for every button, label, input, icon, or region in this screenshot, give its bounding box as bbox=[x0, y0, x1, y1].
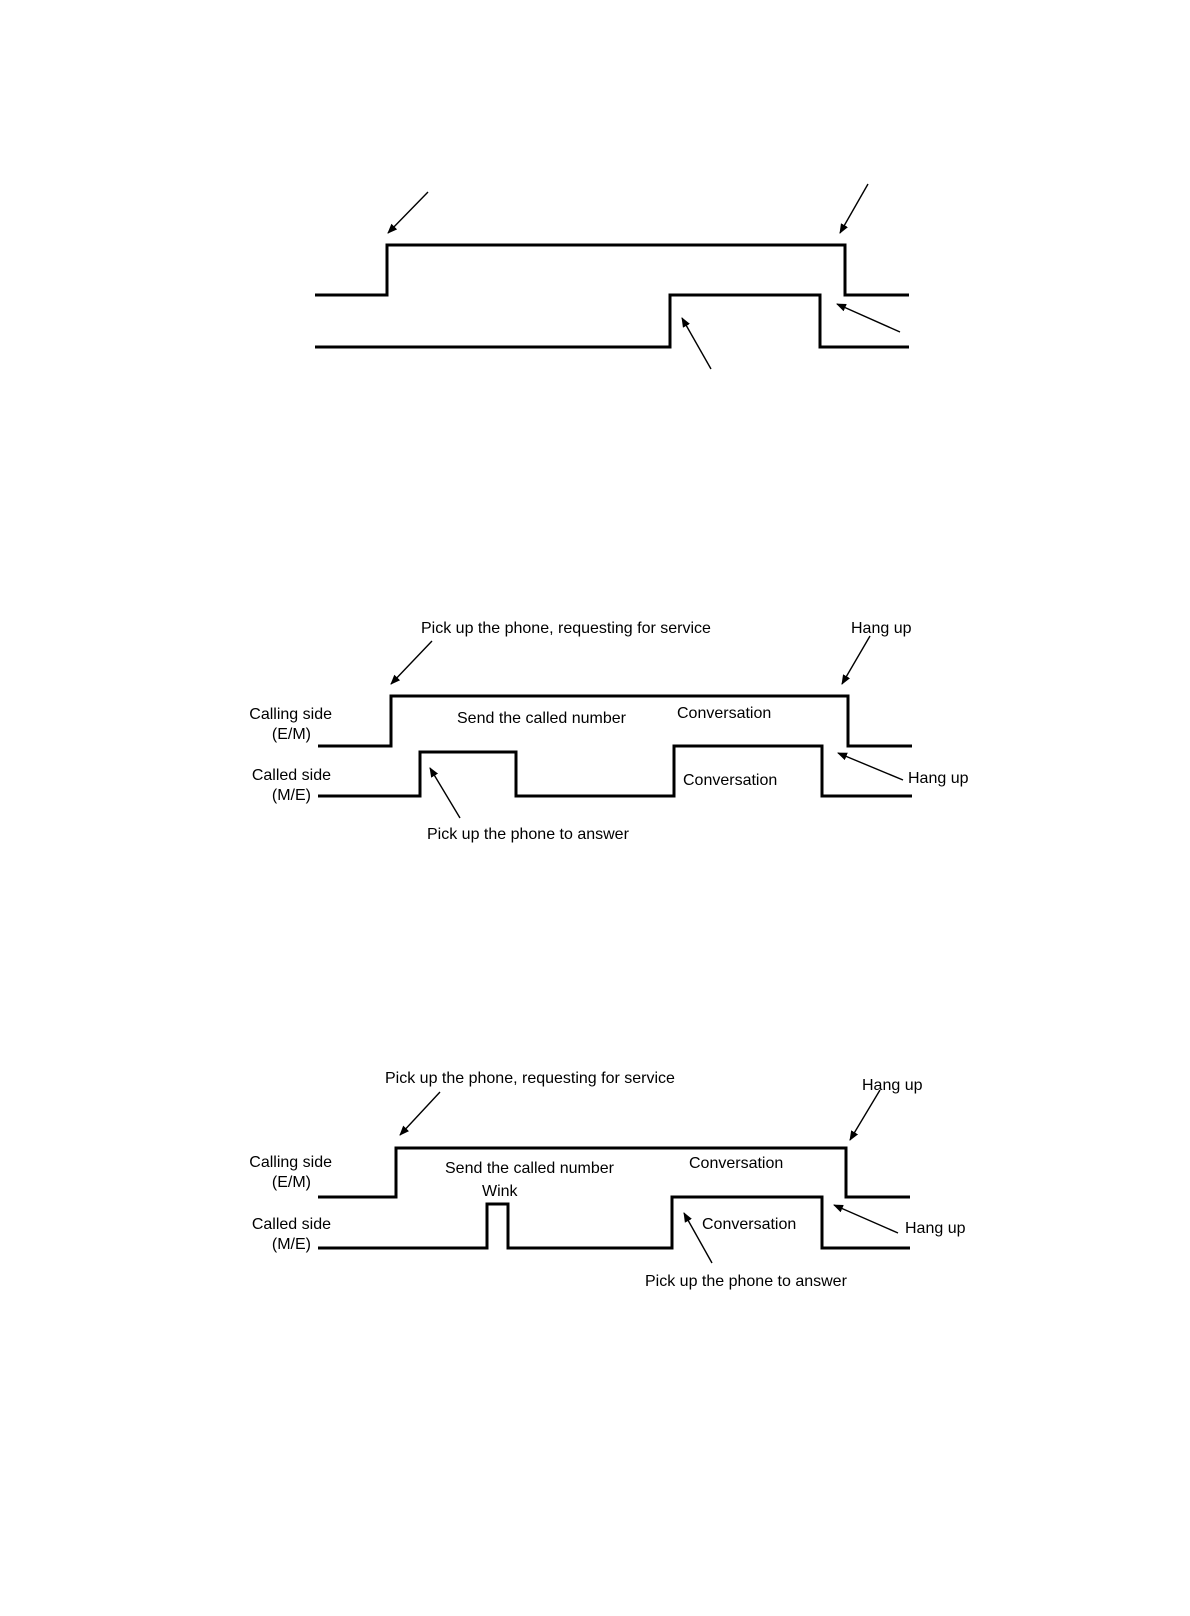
calling-signal-3 bbox=[318, 1146, 910, 1199]
arrow-answer-3 bbox=[683, 1212, 713, 1264]
called-signal-2 bbox=[318, 744, 912, 798]
arrow-answer-1 bbox=[681, 317, 712, 370]
calling-code-label-2: (E/M) bbox=[272, 726, 311, 743]
calling-side-label-3: Calling side bbox=[249, 1154, 332, 1171]
hangup-top-label-2: Hang up bbox=[851, 620, 912, 637]
arrow-hangup-bottom-2 bbox=[837, 752, 904, 781]
conversation-top-label-2: Conversation bbox=[677, 705, 771, 722]
request-label-2: Pick up the phone, requesting for servic… bbox=[421, 620, 711, 637]
called-code-label-3: (M/E) bbox=[272, 1236, 311, 1253]
answer-label-2: Pick up the phone to answer bbox=[427, 826, 630, 843]
arrow-request-2 bbox=[390, 640, 433, 685]
arrow-request-1 bbox=[387, 191, 429, 234]
arrow-hangup-top-2 bbox=[841, 635, 871, 685]
hangup-top-label-3: Hang up bbox=[862, 1077, 923, 1094]
hangup-bottom-label-3: Hang up bbox=[905, 1220, 966, 1237]
arrow-hangup-bottom-1 bbox=[836, 303, 901, 333]
answer-label-3: Pick up the phone to answer bbox=[645, 1273, 848, 1290]
send-number-label-3: Send the called number bbox=[445, 1160, 615, 1177]
diagram-2: Pick up the phone, requesting for servic… bbox=[249, 620, 968, 843]
request-label-3: Pick up the phone, requesting for servic… bbox=[385, 1070, 675, 1087]
send-number-label-2: Send the called number bbox=[457, 710, 627, 727]
arrow-hangup-top-3 bbox=[849, 1089, 881, 1141]
arrow-answer-2 bbox=[429, 767, 461, 819]
conversation-top-label-3: Conversation bbox=[689, 1155, 783, 1172]
called-signal-1 bbox=[315, 293, 909, 349]
calling-code-label-3: (E/M) bbox=[272, 1174, 311, 1191]
diagram-1 bbox=[315, 183, 909, 370]
called-side-label-2: Called side bbox=[252, 767, 331, 784]
called-code-label-2: (M/E) bbox=[272, 787, 311, 804]
calling-signal-1 bbox=[315, 243, 909, 297]
hangup-bottom-label-2: Hang up bbox=[908, 770, 969, 787]
arrow-request-3 bbox=[399, 1091, 441, 1136]
called-signal-3 bbox=[318, 1195, 910, 1250]
called-side-label-3: Called side bbox=[252, 1216, 331, 1233]
calling-side-label-2: Calling side bbox=[249, 706, 332, 723]
arrow-hangup-top-1 bbox=[839, 183, 869, 234]
conversation-bottom-label-2: Conversation bbox=[683, 772, 777, 789]
wink-label-3: Wink bbox=[482, 1183, 519, 1200]
arrow-hangup-bottom-3 bbox=[833, 1204, 899, 1234]
diagram-3: Pick up the phone, requesting for servic… bbox=[249, 1070, 965, 1290]
conversation-bottom-label-3: Conversation bbox=[702, 1216, 796, 1233]
calling-signal-2 bbox=[318, 694, 912, 748]
